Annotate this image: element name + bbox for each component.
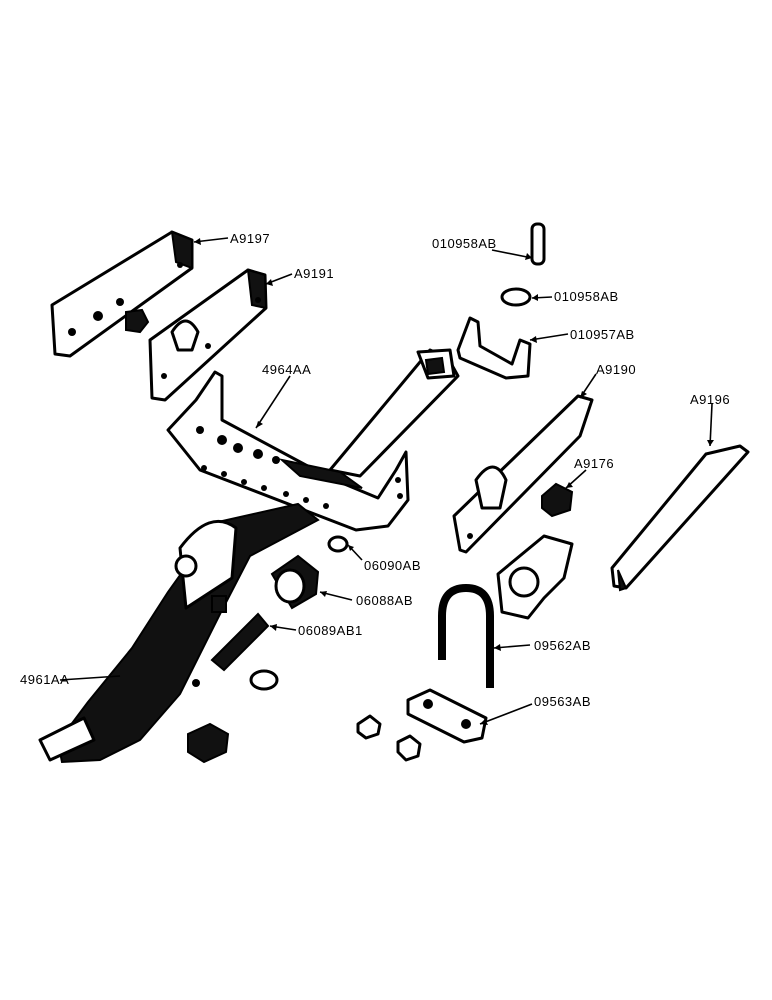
part-labels: A9197 A9191 010958AB 010958AB 010957AB 4…	[20, 231, 730, 709]
label-A9190: A9190	[596, 362, 636, 377]
label-A9191: A9191	[294, 266, 334, 281]
part-010958AB-pin	[530, 222, 546, 266]
label-4964AA: 4964AA	[262, 362, 311, 377]
part-A9190-plate	[452, 394, 594, 554]
label-010957AB: 010957AB	[570, 327, 635, 342]
part-A9197-plate	[50, 230, 194, 358]
label-010958AB-washer: 010958AB	[554, 289, 619, 304]
label-010958AB-pin: 010958AB	[432, 236, 497, 251]
part-09563AB-plate	[406, 688, 488, 744]
leader-lines	[193, 237, 714, 725]
part-010957AB-bracket	[456, 316, 532, 380]
part-06090AB-washer	[327, 535, 349, 553]
part-A9196-plate	[610, 444, 750, 592]
label-06088AB: 06088AB	[356, 593, 413, 608]
label-06089AB1: 06089AB1	[298, 623, 363, 638]
label-09563AB: 09563AB	[534, 694, 591, 709]
part-06089AB1-stud	[210, 612, 270, 672]
label-A9197: A9197	[230, 231, 270, 246]
part-09562AB-ubolt	[438, 583, 494, 688]
part-06088AB-bushing	[270, 554, 320, 610]
small-nut-left	[125, 308, 150, 334]
beam-clamp	[174, 519, 238, 613]
part-A9176-bushing	[541, 482, 574, 518]
label-09562AB: 09562AB	[534, 638, 591, 653]
part-A9191-plate	[148, 268, 268, 402]
part-4964AA-crossbar	[166, 348, 460, 532]
pivot-bracket	[496, 534, 574, 620]
part-010958AB-washer	[500, 287, 532, 307]
label-A9176: A9176	[574, 456, 614, 471]
loose-washer-and-nuts	[187, 669, 422, 764]
part-4961AA-beam	[38, 502, 320, 764]
label-A9196: A9196	[690, 392, 730, 407]
label-4961AA: 4961AA	[20, 672, 69, 687]
label-06090AB: 06090AB	[364, 558, 421, 573]
